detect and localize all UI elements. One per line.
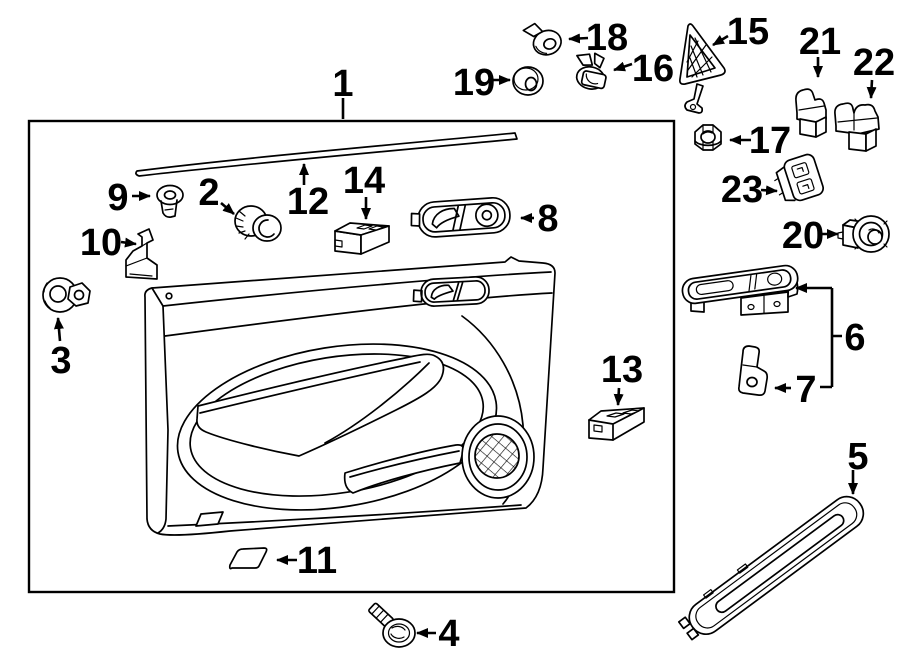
callout-4-label: 4 — [438, 613, 459, 655]
panel-speaker-grille — [461, 415, 535, 499]
panel-pin-hole — [165, 292, 173, 300]
sill-trim-5 — [677, 495, 865, 641]
callout-5: 5 — [847, 436, 869, 495]
grommet-9 — [156, 184, 184, 219]
callout-1-label: 1 — [332, 63, 353, 105]
handle-bezel-6 — [681, 264, 799, 316]
callout-2-label: 2 — [198, 172, 219, 214]
callout-4: 4 — [416, 613, 460, 655]
callout-9: 9 — [107, 177, 151, 219]
trim-strip — [135, 132, 518, 177]
callout-2: 2 — [198, 172, 235, 215]
corner-trim-15 — [679, 23, 726, 114]
callout-10-label: 10 — [80, 222, 122, 264]
callout-10: 10 — [80, 222, 137, 264]
callout-21: 21 — [799, 21, 841, 78]
bracket-7 — [737, 345, 769, 397]
switch-21 — [795, 88, 827, 138]
panel-armrest-recess — [176, 343, 498, 511]
callout-12-label: 12 — [287, 181, 329, 223]
callout-14-label: 14 — [343, 160, 385, 202]
callout-6-label: 6 — [844, 317, 865, 359]
callout-11: 11 — [276, 540, 337, 582]
callout-17: 17 — [729, 120, 791, 162]
callout-19: 19 — [453, 62, 511, 104]
callout-1: 1 — [332, 63, 354, 119]
callout-13-label: 13 — [601, 349, 643, 391]
callout-16: 16 — [613, 48, 674, 90]
callout-11-label: 11 — [297, 540, 337, 582]
callout-3-label: 3 — [50, 340, 71, 382]
switch-23 — [774, 153, 824, 202]
callout-17-label: 17 — [749, 120, 791, 162]
callout-3: 3 — [50, 317, 72, 382]
callout-23: 23 — [721, 169, 778, 211]
callout-21-label: 21 — [799, 21, 841, 63]
callout-8-label: 8 — [537, 198, 558, 240]
screw-4 — [368, 602, 416, 648]
callout-9-label: 9 — [107, 177, 128, 219]
bracket-10 — [125, 228, 158, 280]
nut-17 — [694, 124, 722, 151]
clip-2 — [234, 205, 282, 242]
callout-13: 13 — [601, 349, 643, 406]
clip-18 — [522, 22, 562, 56]
callout-20: 20 — [782, 215, 839, 257]
callout-18-label: 18 — [586, 17, 628, 59]
callout-22: 22 — [853, 42, 895, 99]
callout-12: 12 — [287, 163, 329, 223]
callout-7-label: 7 — [795, 369, 816, 411]
callout-19-label: 19 — [453, 62, 495, 104]
clip-3 — [42, 277, 91, 313]
callout-6: 6 — [795, 283, 866, 389]
panel-slot — [195, 511, 224, 527]
callout-16-label: 16 — [632, 48, 674, 90]
connector-13 — [588, 407, 645, 441]
callout-15: 15 — [712, 11, 769, 53]
boundary-box — [27, 119, 676, 594]
callout-18: 18 — [568, 17, 628, 59]
clip-16 — [575, 52, 607, 90]
callout-23-label: 23 — [721, 169, 763, 211]
mirror-switch-20 — [837, 215, 890, 253]
inner-handle-8 — [410, 196, 511, 238]
callout-20-label: 20 — [782, 215, 824, 257]
trim-cap-11 — [228, 547, 268, 570]
switch-22 — [834, 102, 880, 152]
door-trim-panel — [144, 256, 556, 536]
connector-14 — [334, 222, 390, 255]
callout-14: 14 — [343, 160, 385, 220]
callout-15-label: 15 — [727, 11, 769, 53]
grommet-19 — [512, 66, 544, 96]
callout-22-label: 22 — [853, 42, 895, 84]
callout-8: 8 — [520, 198, 559, 240]
callout-5-label: 5 — [847, 436, 868, 478]
callout-7: 7 — [774, 369, 817, 411]
panel-door-handle-cutout — [412, 276, 490, 307]
